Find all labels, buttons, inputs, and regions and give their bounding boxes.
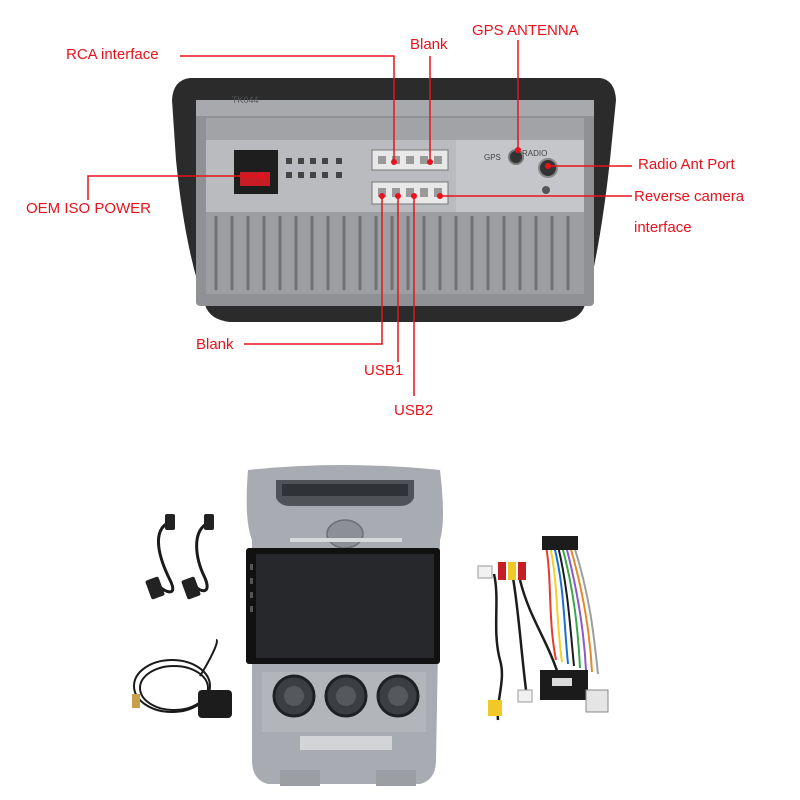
- radio-ant-port-label: Radio Ant Port: [638, 156, 735, 173]
- harness-top-connector: [542, 536, 578, 550]
- housing-top-rail: [196, 100, 594, 116]
- ground-screw: [542, 186, 550, 194]
- usb-camera-pins: [378, 188, 442, 197]
- oem-iso-power-label: OEM ISO POWER: [26, 200, 152, 217]
- usb1-label: USB1: [364, 362, 404, 379]
- blank-top-label: Blank: [410, 36, 448, 53]
- iso-power-plug: [240, 172, 270, 186]
- head-unit-screen: [256, 554, 434, 658]
- gps-marking: GPS: [484, 153, 501, 162]
- blank-bottom-callout-line: [244, 196, 383, 345]
- power-harness-wires: [545, 545, 599, 675]
- usb-cable-1: [156, 520, 175, 594]
- radio-marking: RADIO: [522, 149, 547, 158]
- reverse-camera-label: Reverse camera: [634, 188, 745, 205]
- rca-interface-label: RCA interface: [66, 46, 159, 63]
- hazard-button: [326, 519, 364, 549]
- climate-button-bar: [300, 736, 392, 750]
- model-code-text: TK044: [232, 95, 259, 105]
- usb-plug-2-top: [204, 514, 214, 530]
- rca-plugs: [477, 562, 533, 716]
- harness-bottom-plug: [585, 689, 609, 713]
- frame-bottom-left-tab: [280, 770, 320, 786]
- rca-callout-line: [180, 55, 395, 162]
- callout-lines: [87, 40, 632, 396]
- iso-callout-line: [87, 175, 262, 200]
- gps-antenna-label: GPS ANTENNA: [472, 22, 579, 39]
- iso-pins: [286, 158, 342, 178]
- callout-dots: [259, 147, 551, 199]
- usb2-label: USB2: [394, 402, 434, 419]
- usb-plug-1: [145, 576, 165, 600]
- usb-cable-2: [193, 520, 211, 593]
- heat-sink-fins: [214, 216, 570, 290]
- frame-bottom-right-tab: [376, 770, 416, 786]
- blank-bottom-label: Blank: [196, 336, 234, 353]
- dash-frame-vent-inner: [282, 484, 408, 496]
- gps-antenna-plug: [132, 694, 140, 708]
- side-button-strip: [250, 564, 253, 612]
- frame-trim-strip: [290, 538, 402, 542]
- reverse-camera-label-line2: interface: [634, 219, 692, 236]
- gps-antenna-puck: [198, 690, 232, 718]
- usb-plug-1-top: [165, 514, 175, 530]
- gps-antenna-cable: [133, 639, 218, 713]
- harness-label: [552, 678, 572, 686]
- usb-plug-2: [181, 576, 201, 600]
